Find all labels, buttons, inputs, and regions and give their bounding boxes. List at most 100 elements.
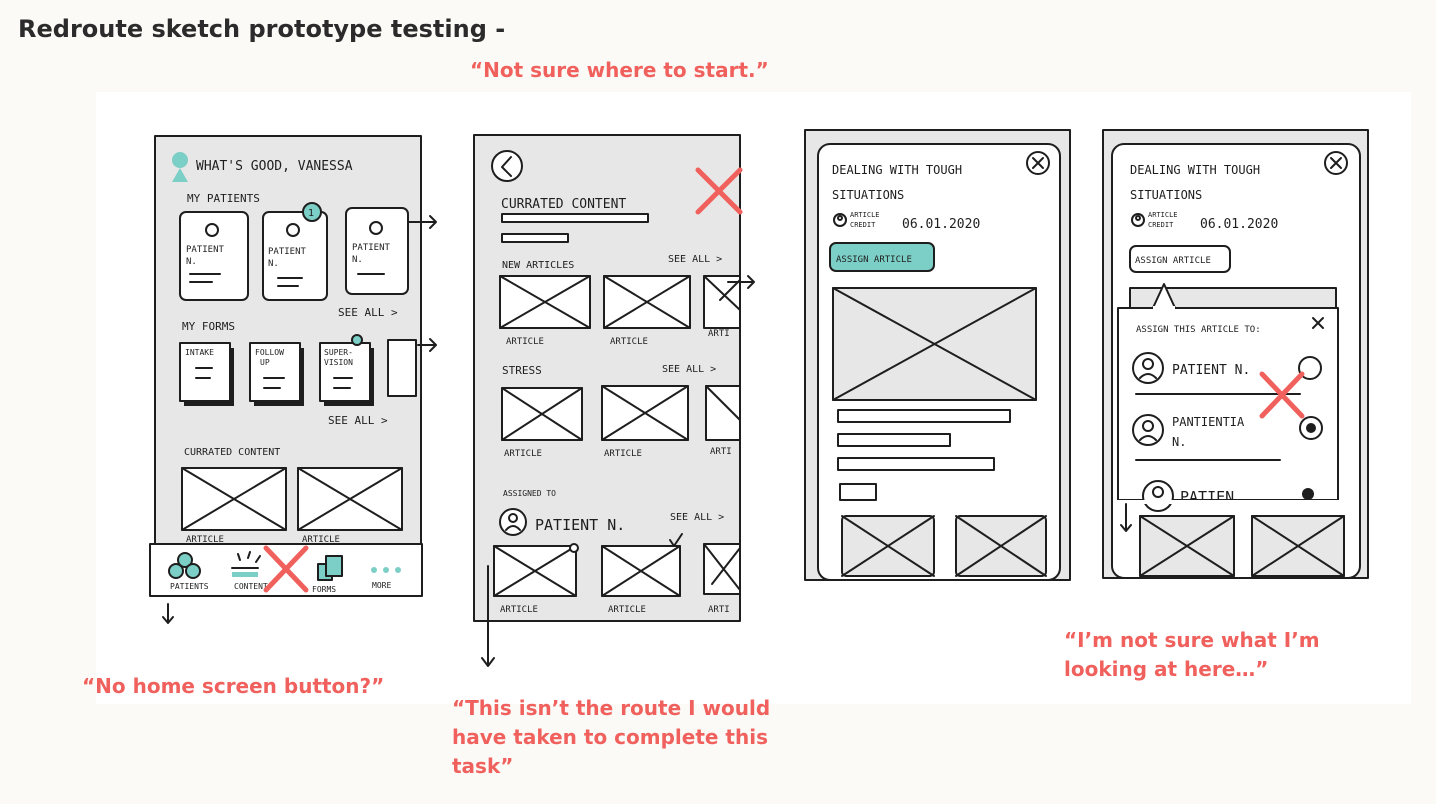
- article-label: ARTICLE: [302, 535, 340, 545]
- article-thumbnail[interactable]: [499, 275, 591, 329]
- article-label: ARTICLE: [608, 605, 646, 615]
- patient-card-name: PATIENT: [352, 243, 391, 253]
- patient-card[interactable]: PATIENT N.: [179, 211, 249, 301]
- screen-title: CURRATED CONTENT: [501, 197, 626, 212]
- patient-option-name: PATIENT N.: [1172, 363, 1250, 378]
- my-forms-label: MY FORMS: [182, 320, 235, 333]
- article-body-lines: [837, 409, 1011, 501]
- patient-option-name: PANTIENTIA: [1172, 415, 1245, 429]
- nav-content-tab[interactable]: CONTENT: [231, 551, 268, 591]
- patient-avatar-icon: [499, 508, 527, 536]
- patients-see-all-link[interactable]: SEE ALL >: [338, 306, 398, 319]
- patients-nav-icon: [168, 552, 201, 579]
- article-thumbnail[interactable]: [181, 467, 287, 531]
- article-hero-image: [832, 287, 1037, 401]
- scroll-right-arrow-icon: [417, 338, 437, 352]
- new-articles-see-all-link[interactable]: SEE ALL >: [668, 254, 722, 265]
- article-thumbnail[interactable]: [297, 467, 403, 531]
- assigned-patient[interactable]: PATIENT N.: [499, 508, 625, 536]
- nav-more-label: MORE: [372, 581, 391, 590]
- scroll-right-arrow-icon: [727, 275, 755, 289]
- article-title-line1: DEALING WITH TOUGH: [832, 163, 962, 177]
- nav-forms-label: FORMS: [312, 585, 336, 594]
- form-card[interactable]: SUPER- VISION: [319, 334, 374, 406]
- form-card-label: INTAKE: [185, 348, 214, 357]
- assign-article-button[interactable]: ASSIGN ARTICLE: [829, 242, 935, 272]
- notification-count: 1: [308, 208, 314, 219]
- related-article-thumbnail[interactable]: [955, 515, 1047, 577]
- article-date: 06.01.2020: [902, 217, 980, 232]
- article-label: ARTICLE: [500, 605, 538, 615]
- nav-patients-tab[interactable]: PATIENTS: [168, 552, 209, 591]
- nav-patients-label: PATIENTS: [170, 582, 209, 591]
- form-card-label-2: VISION: [324, 358, 353, 367]
- popup-close-icon[interactable]: [1312, 317, 1324, 329]
- nav-content-label: CONTENT: [234, 582, 268, 591]
- patient-card-name: PATIENT: [186, 245, 225, 255]
- related-article-thumbnail[interactable]: [841, 515, 935, 577]
- article-date: 06.01.2020: [1200, 217, 1278, 232]
- form-card[interactable]: INTAKE: [179, 342, 234, 406]
- close-button[interactable]: [1324, 151, 1348, 175]
- assign-article-button[interactable]: ASSIGN ARTICLE: [1129, 245, 1231, 273]
- greeting-text: WHAT'S GOOD, VANESSA: [196, 159, 353, 174]
- sketch-screen-curated-content: CURRATED CONTENT NEW ARTICLES SEE ALL > …: [473, 134, 755, 667]
- article-thumbnail[interactable]: [493, 543, 579, 597]
- article-title-line1: DEALING WITH TOUGH: [1130, 163, 1260, 177]
- patient-card[interactable]: PATIENT N.: [345, 207, 437, 295]
- close-button[interactable]: [1026, 151, 1050, 175]
- notification-badge: [302, 202, 322, 222]
- content-nav-icon: [231, 551, 261, 577]
- form-card[interactable]: [387, 338, 437, 397]
- back-button[interactable]: [491, 150, 523, 182]
- assigned-see-all-link[interactable]: SEE ALL >: [670, 512, 724, 523]
- article-thumbnail[interactable]: [703, 275, 755, 329]
- article-credit: ARTICLE CREDIT 06.01.2020: [1131, 211, 1278, 232]
- back-arrow-icon: [501, 156, 512, 177]
- nav-more-tab[interactable]: MORE: [371, 567, 401, 590]
- page-title: Redroute sketch prototype testing -: [18, 10, 505, 48]
- form-card[interactable]: FOLLOW UP: [249, 342, 304, 406]
- stress-see-all-link[interactable]: SEE ALL >: [662, 364, 716, 375]
- related-article-thumbnail[interactable]: [1139, 515, 1235, 577]
- curated-content-label: CURRATED CONTENT: [184, 447, 280, 458]
- article-thumbnail[interactable]: [705, 385, 741, 441]
- article-label: ARTICLE: [504, 449, 542, 459]
- article-title-line2: SITUATIONS: [832, 188, 904, 202]
- patient-card-name: PATIENT: [268, 247, 307, 257]
- forms-see-all-link[interactable]: SEE ALL >: [328, 414, 388, 427]
- quote-not-sure-where-to-start: “Not sure where to start.”: [470, 58, 769, 82]
- new-articles-label: NEW ARTICLES: [502, 260, 574, 271]
- scroll-down-arrow-icon: [162, 603, 174, 624]
- stress-label: STRESS: [502, 364, 542, 377]
- patient-option[interactable]: PATIENT N.: [1132, 352, 1322, 384]
- patient-option[interactable]: PANTIENTIA N.: [1132, 414, 1323, 449]
- article-thumbnail[interactable]: [601, 533, 683, 597]
- sketch-screen-article-detail: DEALING WITH TOUGH SITUATIONS ARTICLE CR…: [804, 129, 1071, 581]
- filter-bar-placeholder: [501, 233, 569, 243]
- article-thumbnail[interactable]: [603, 275, 691, 329]
- patient-option-initial: N.: [1172, 435, 1186, 449]
- quote-no-home-button: “No home screen button?”: [82, 674, 385, 698]
- related-article-thumbnail[interactable]: [1251, 515, 1345, 577]
- patient-card[interactable]: PATIENT N. 1: [262, 202, 328, 301]
- nav-forms-tab[interactable]: FORMS: [312, 555, 343, 594]
- quote-not-the-route: “This isn’t the route I would have taken…: [452, 696, 771, 778]
- article-thumbnail[interactable]: [501, 387, 583, 441]
- article-title-line2: SITUATIONS: [1130, 188, 1202, 202]
- article-label: ARTICLE: [506, 337, 544, 347]
- quote-not-sure-what-looking-at: “I’m not sure what I’m looking at here…”: [1064, 628, 1320, 681]
- patient-card-initial: N.: [268, 259, 279, 269]
- assign-article-button-label: ASSIGN ARTICLE: [1135, 256, 1211, 266]
- rejected-x-mark: [263, 545, 309, 593]
- article-thumbnail[interactable]: [601, 385, 689, 441]
- article-thumbnail[interactable]: [703, 543, 741, 595]
- article-credit: ARTICLE CREDIT 06.01.2020: [833, 211, 980, 232]
- assign-article-button-label: ASSIGN ARTICLE: [836, 255, 912, 265]
- article-label: ARTI: [710, 447, 732, 457]
- sketch-screen-assign-popup: DEALING WITH TOUGH SITUATIONS ARTICLE CR…: [1102, 129, 1369, 579]
- search-bar-placeholder: [501, 213, 649, 223]
- avatar-icon: [172, 152, 188, 182]
- credit-label-line1: ARTICLE: [1148, 211, 1178, 219]
